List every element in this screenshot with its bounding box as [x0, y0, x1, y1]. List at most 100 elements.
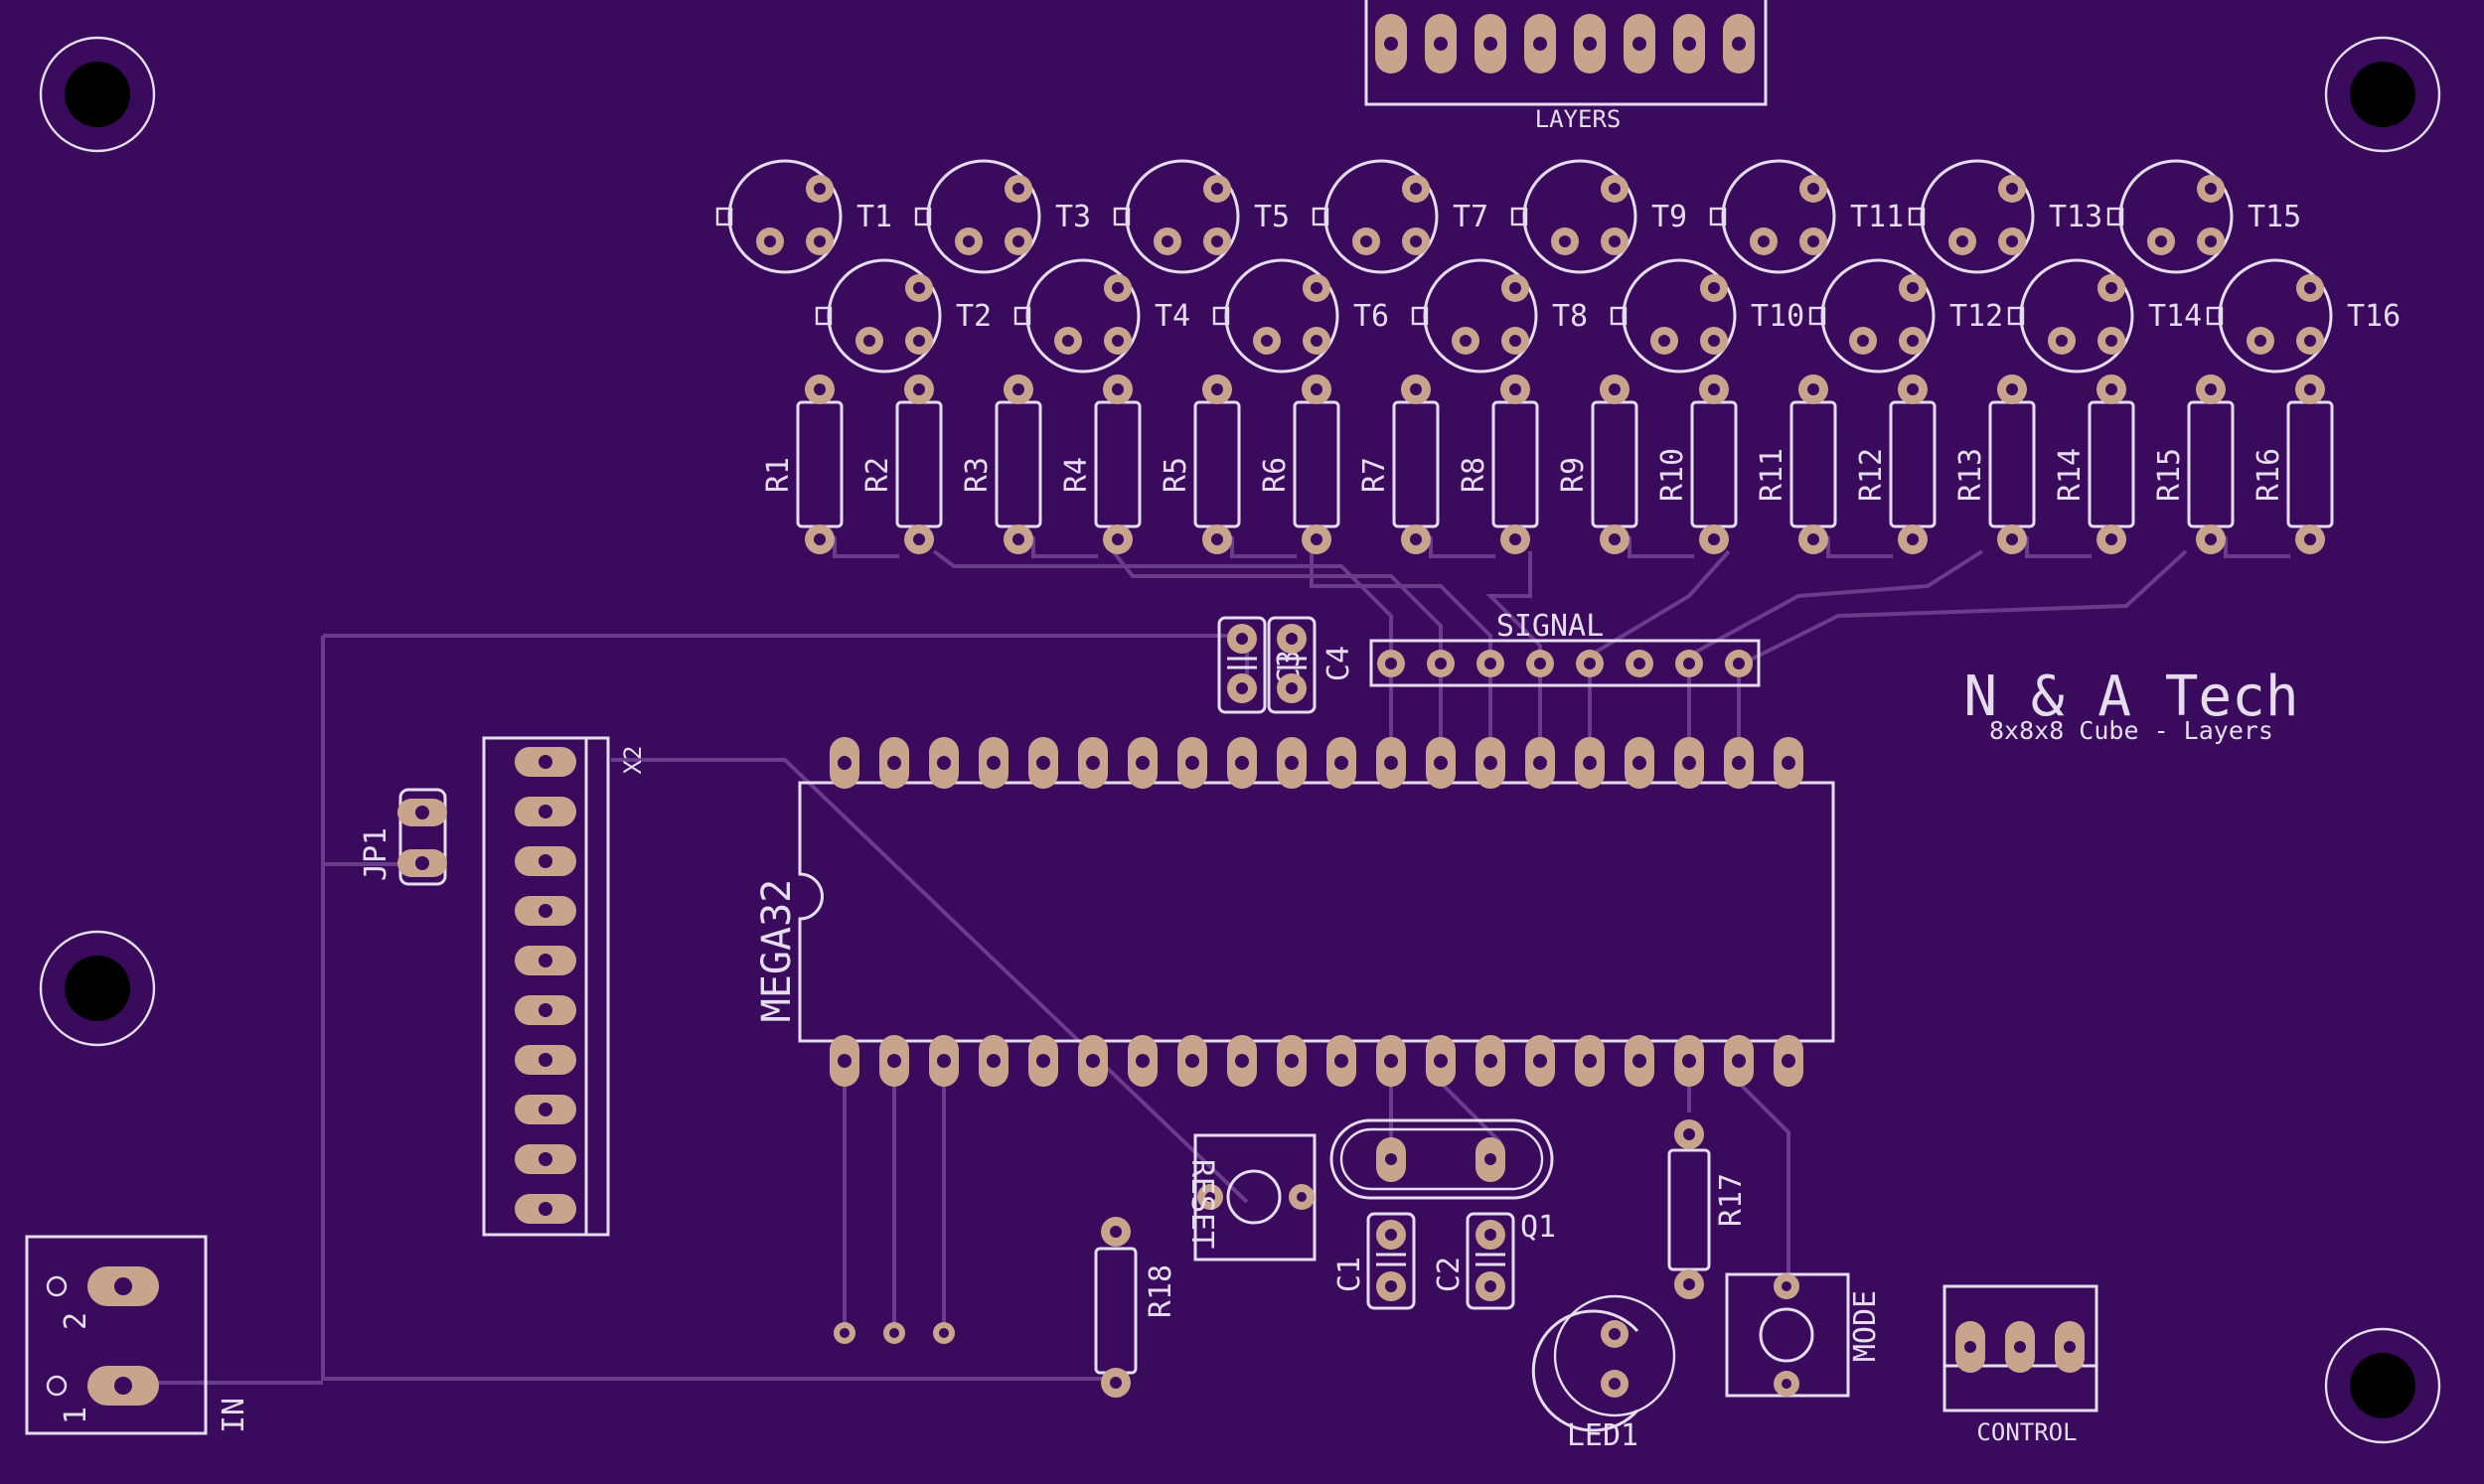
resistor-label: R16	[2251, 448, 2286, 502]
resistor-label: R7	[1357, 457, 1392, 493]
transistor-label: T10	[1751, 299, 1804, 334]
resistor-r7: R7	[1357, 374, 1440, 554]
mode-label: MODE	[1848, 1290, 1883, 1362]
q1-label: Q1	[1520, 1210, 1556, 1245]
transistor-t6: T6	[1212, 258, 1389, 373]
x2-pin	[515, 797, 576, 826]
signal-pad	[1476, 650, 1504, 677]
control-label: CONTROL	[1976, 1418, 2077, 1446]
signal-pad	[1427, 650, 1455, 677]
transistor-t13: T13	[1908, 159, 2102, 274]
transistor-t14: T14	[2007, 258, 2202, 373]
signal-pad	[1725, 650, 1753, 677]
led1: LED1	[1531, 1294, 1676, 1453]
test-points	[834, 1322, 955, 1344]
ic-pin	[1277, 737, 1307, 789]
resistor-label: R5	[1159, 457, 1193, 493]
ic-pin	[1774, 1035, 1803, 1087]
transistor-label: T3	[1055, 200, 1091, 234]
ic-pin	[1575, 737, 1605, 789]
control-header: CONTROL	[1942, 1284, 2098, 1446]
signal-header: SIGNAL	[1369, 609, 1761, 687]
r17-label: R17	[1714, 1173, 1749, 1227]
transistor-label: T2	[956, 299, 992, 334]
resistor-label: R12	[1854, 448, 1889, 502]
transistor-t3: T3	[914, 159, 1091, 274]
mounting-holes	[39, 36, 2441, 1444]
resistor-r1: R1	[761, 374, 844, 554]
transistor-label: T6	[1353, 299, 1389, 334]
jp1-label: JP1	[359, 827, 393, 881]
signal-pad	[1675, 650, 1703, 677]
ic-pin	[979, 737, 1009, 789]
ic-pin	[1674, 737, 1704, 789]
x2-pin	[515, 846, 576, 876]
mounting-hole	[39, 930, 156, 1047]
ic-pin	[929, 1035, 959, 1087]
in-label: IN	[217, 1398, 251, 1433]
x2-label: X2	[619, 746, 647, 775]
signal-pad	[1377, 650, 1405, 677]
ic-pin	[1376, 737, 1406, 789]
resistor-r4: R4	[1059, 374, 1142, 554]
ic-pin	[1724, 737, 1754, 789]
x2-pin	[515, 896, 576, 926]
transistor-t8: T8	[1411, 258, 1588, 373]
layers-pad	[1673, 14, 1705, 74]
layers-label: LAYERS	[1535, 105, 1622, 133]
transistor-t16: T16	[2206, 258, 2401, 373]
ic-pin	[1277, 1035, 1307, 1087]
ic-pin	[1078, 1035, 1108, 1087]
board-subtitle: 8x8x8 Cube - Layers	[1989, 716, 2273, 745]
in-pin2-label: 2	[59, 1312, 93, 1330]
ic-pin	[1028, 737, 1058, 789]
resistor-r13: R13	[1953, 374, 2036, 554]
mega32-label: MEGA32	[754, 879, 800, 1023]
ic-pin	[1426, 1035, 1456, 1087]
transistor-label: T5	[1254, 200, 1290, 234]
resistor-r5: R5	[1159, 374, 1241, 554]
ic-pin	[1227, 1035, 1257, 1087]
resistor-label: R14	[2053, 448, 2088, 502]
signal-label: SIGNAL	[1496, 609, 1604, 644]
reset-label: RESET	[1184, 1159, 1219, 1249]
ic-pin	[1724, 1035, 1754, 1087]
layers-pad	[1723, 14, 1755, 74]
resistor-r14: R14	[2053, 374, 2135, 554]
ic-pin	[1128, 737, 1158, 789]
resistor-label: R13	[1953, 448, 1988, 502]
c4-label: C4	[1321, 646, 1356, 681]
jumper-jp1: JP1	[359, 788, 447, 886]
transistor-t11: T11	[1709, 159, 1904, 274]
resistor-r2: R2	[860, 374, 943, 554]
transistor-t7: T7	[1312, 159, 1488, 274]
layers-pad	[1624, 14, 1655, 74]
resistor-r15: R15	[2152, 374, 2235, 554]
transistor-label: T11	[1850, 200, 1904, 234]
resistor-label: R15	[2152, 448, 2187, 502]
ic-pin	[979, 1035, 1009, 1087]
layers-pad	[1574, 14, 1606, 74]
resistor-r16: R16	[2251, 374, 2334, 554]
ic-pin	[1525, 737, 1555, 789]
transistor-label: T7	[1453, 200, 1488, 234]
signal-pad	[1626, 650, 1653, 677]
x2-connector: X2	[482, 736, 647, 1237]
capacitor-c4: C4	[1267, 616, 1356, 714]
resistor-label: R6	[1258, 457, 1293, 493]
mode-button: MODE	[1725, 1272, 1883, 1398]
x2-pin	[515, 1045, 576, 1075]
resistor-label: R11	[1755, 448, 1789, 502]
transistor-label: T8	[1552, 299, 1588, 334]
mounting-hole	[39, 36, 156, 153]
ic-pin	[1475, 1035, 1505, 1087]
ic-pin	[1774, 737, 1803, 789]
resistor-r10: R10	[1655, 374, 1738, 554]
x2-pin	[515, 995, 576, 1025]
transistor-t10: T10	[1610, 258, 1804, 373]
capacitor-c2: C2	[1432, 1212, 1515, 1310]
layers-pad	[1524, 14, 1556, 74]
led1-label: LED1	[1567, 1418, 1638, 1453]
